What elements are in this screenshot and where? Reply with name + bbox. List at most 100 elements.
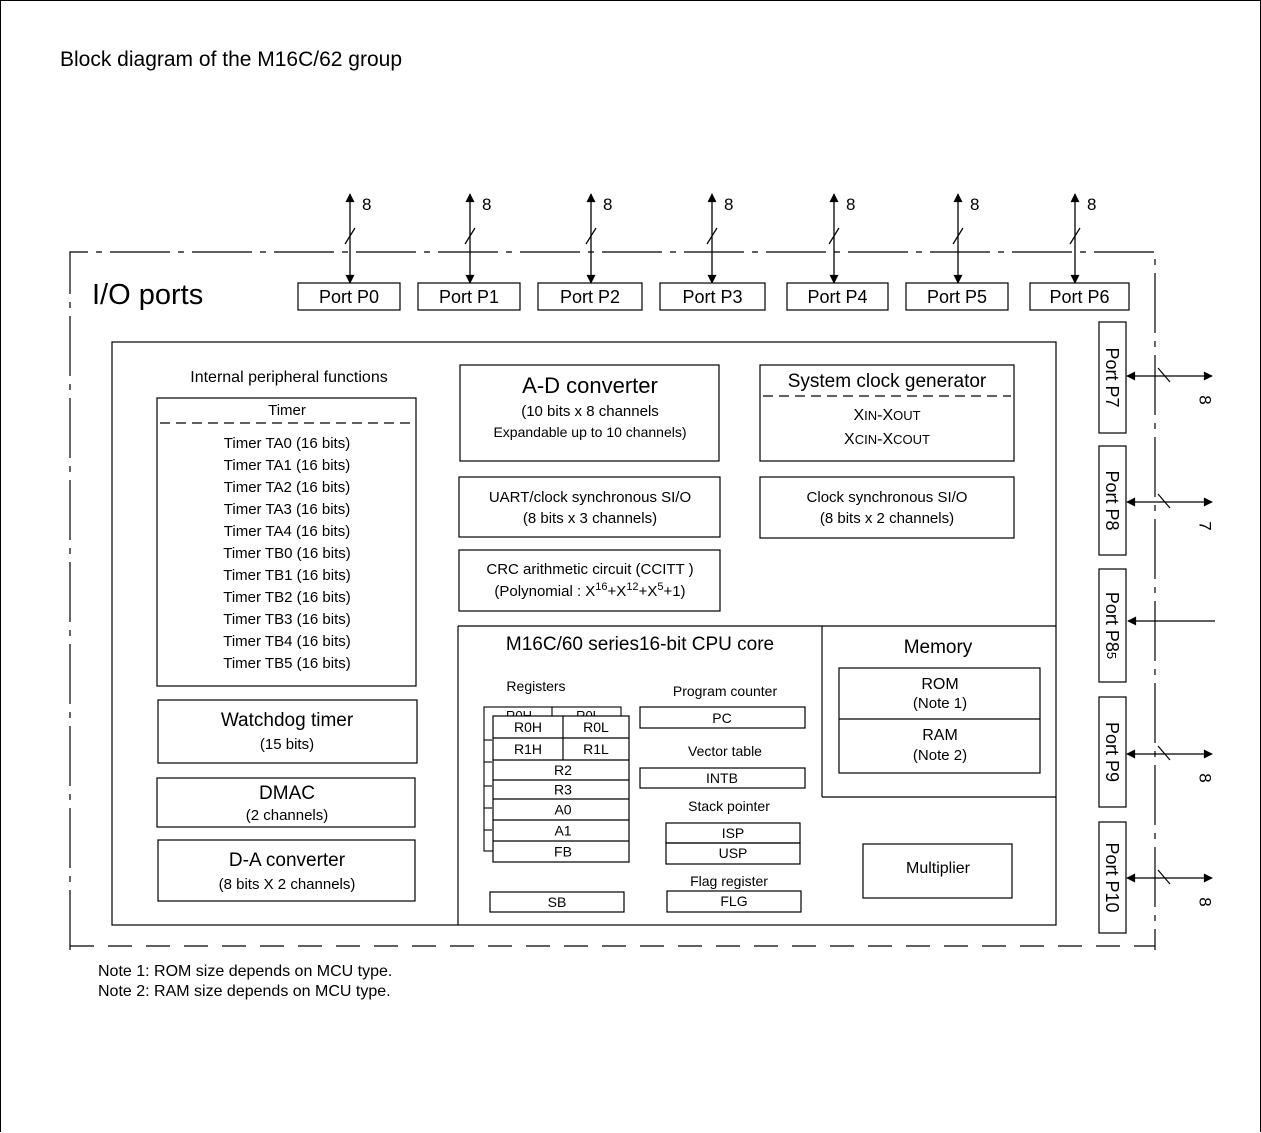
flg-register bbox=[666, 890, 802, 913]
adc-title: A-D converter bbox=[522, 373, 658, 398]
isp-label: ISP bbox=[722, 825, 745, 841]
clk-sio-line1: Clock synchronous SI/O bbox=[807, 489, 968, 506]
timer-title: Timer bbox=[268, 402, 306, 419]
timer-item: Timer TB0 (16 bits) bbox=[223, 545, 351, 562]
cpu-core-title: M16C/60 series16-bit CPU core bbox=[506, 634, 774, 655]
clk-sio-box bbox=[759, 476, 1015, 539]
io-ports-boundary bbox=[69, 251, 1156, 950]
uart-box bbox=[458, 476, 721, 538]
timer-item: Timer TB4 (16 bits) bbox=[223, 633, 351, 650]
port-p6-box bbox=[1029, 282, 1130, 311]
multiplier-label: Multiplier bbox=[906, 860, 971, 877]
timer-list: Timer TA0 (16 bits)Timer TA1 (16 bits)Ti… bbox=[223, 435, 351, 672]
sysclk-xin-xout: XIN-XOUT bbox=[853, 407, 920, 424]
port-p3-box bbox=[659, 282, 766, 311]
right-port-2-label: Port P85 bbox=[1102, 592, 1122, 659]
right-port-4-label: Port P10 bbox=[1102, 842, 1122, 912]
port-p5-bus-width-slash bbox=[952, 227, 964, 245]
port-p3-bus-width-slash bbox=[706, 227, 718, 245]
peripherals-heading: Internal peripheral functions bbox=[190, 369, 387, 386]
uart-line2: (8 bits x 3 channels) bbox=[523, 510, 657, 527]
cpu-core-region bbox=[457, 625, 1056, 925]
register-a0: A0 bbox=[554, 802, 571, 818]
uart-line1: UART/clock synchronous SI/O bbox=[489, 489, 691, 506]
right-port-1-bus-width: 7 bbox=[1196, 521, 1215, 530]
memory-box bbox=[838, 667, 1041, 774]
timer-item: Timer TA0 (16 bits) bbox=[224, 435, 350, 452]
clk-sio-line2: (8 bits x 2 channels) bbox=[820, 510, 954, 527]
pc-register bbox=[639, 706, 806, 729]
port-p6-label: Port P6 bbox=[1049, 287, 1109, 307]
port-p2-bus-width-slash bbox=[585, 227, 597, 245]
port-p1-bus-width-slash bbox=[464, 227, 476, 245]
port-p4-bus-width-slash bbox=[828, 227, 840, 245]
dmac-title: DMAC bbox=[259, 783, 315, 804]
right-port-3-bus-width-slash bbox=[1157, 745, 1171, 761]
io-ports-label: I/O ports bbox=[92, 279, 203, 311]
register-r2: R2 bbox=[554, 762, 572, 778]
timer-item: Timer TA2 (16 bits) bbox=[224, 479, 350, 496]
ram-note: (Note 2) bbox=[913, 747, 967, 764]
port-p1-label: Port P1 bbox=[439, 287, 499, 307]
flag-register-heading: Flag register bbox=[690, 873, 768, 889]
port-p6-bus-width: 8 bbox=[1087, 195, 1096, 214]
timer-item: Timer TB2 (16 bits) bbox=[223, 589, 351, 606]
sysclk-title: System clock generator bbox=[788, 371, 987, 392]
sb-label: SB bbox=[548, 894, 567, 910]
sysclk-xcin-xcout: XCIN-XCOUT bbox=[844, 431, 930, 448]
port-p0-box bbox=[297, 282, 401, 311]
stack-pointer-heading: Stack pointer bbox=[688, 798, 770, 814]
vector-table-heading: Vector table bbox=[688, 743, 762, 759]
register-r1l: R1L bbox=[583, 741, 609, 757]
port-p4-label: Port P4 bbox=[807, 287, 867, 307]
dmac-box bbox=[156, 777, 416, 828]
right-port-0-bus-width: 8 bbox=[1196, 395, 1215, 404]
timer-item: Timer TB1 (16 bits) bbox=[223, 567, 351, 584]
right-port-3-bus-width: 8 bbox=[1196, 773, 1215, 782]
right-port-0-bus-width-slash bbox=[1157, 367, 1171, 383]
port-p1-bus-width: 8 bbox=[482, 195, 491, 214]
port-p5-box bbox=[905, 282, 1009, 311]
port-p6-bus-width-slash bbox=[1069, 227, 1081, 245]
crc-line1: CRC arithmetic circuit (CCITT ) bbox=[486, 561, 693, 578]
da-converter-title: D-A converter bbox=[229, 850, 346, 871]
port-p2-bus-width: 8 bbox=[603, 195, 612, 214]
port-p0-bus-width-slash bbox=[344, 227, 356, 245]
right-port-4-bus-width-slash bbox=[1157, 869, 1171, 885]
usp-label: USP bbox=[719, 845, 748, 861]
port-p3-label: Port P3 bbox=[682, 287, 742, 307]
watchdog-sub: (15 bits) bbox=[260, 736, 314, 753]
right-port-0-label: Port P7 bbox=[1102, 347, 1122, 407]
watchdog-title: Watchdog timer bbox=[221, 710, 354, 731]
register-r0l: R0L bbox=[583, 719, 609, 735]
timer-item: Timer TB3 (16 bits) bbox=[223, 611, 351, 628]
pc-heading: Program counter bbox=[673, 683, 778, 699]
right-port-1-box bbox=[1098, 445, 1127, 556]
port-p4-box bbox=[786, 282, 889, 311]
register-fb: FB bbox=[554, 844, 572, 860]
dmac-sub: (2 channels) bbox=[246, 807, 329, 824]
register-r0h: R0H bbox=[514, 719, 542, 735]
port-p4-bus-width: 8 bbox=[846, 195, 855, 214]
multiplier-box bbox=[862, 843, 1013, 899]
diagram-title: Block diagram of the M16C/62 group bbox=[60, 48, 403, 71]
note-1: Note 1: ROM size depends on MCU type. bbox=[98, 963, 393, 980]
port-p0-bus-width: 8 bbox=[362, 195, 371, 214]
port-p5-bus-width: 8 bbox=[970, 195, 979, 214]
register-r3: R3 bbox=[554, 782, 572, 798]
right-port-4-box bbox=[1098, 821, 1127, 934]
timer-item: Timer TA4 (16 bits) bbox=[224, 523, 350, 540]
right-port-0-box bbox=[1098, 321, 1127, 434]
footnotes: Note 1: ROM size depends on MCU type. No… bbox=[98, 962, 392, 1002]
port-p3-bus-width: 8 bbox=[724, 195, 733, 214]
register-bank-front bbox=[492, 715, 630, 863]
rom-label: ROM bbox=[921, 676, 958, 693]
right-port-3-label: Port P9 bbox=[1102, 722, 1122, 782]
flg-label: FLG bbox=[720, 893, 747, 909]
register-r1h: R1H bbox=[514, 741, 542, 757]
right-port-3-box bbox=[1098, 696, 1127, 808]
adc-line2: Expandable up to 10 channels) bbox=[493, 424, 686, 440]
